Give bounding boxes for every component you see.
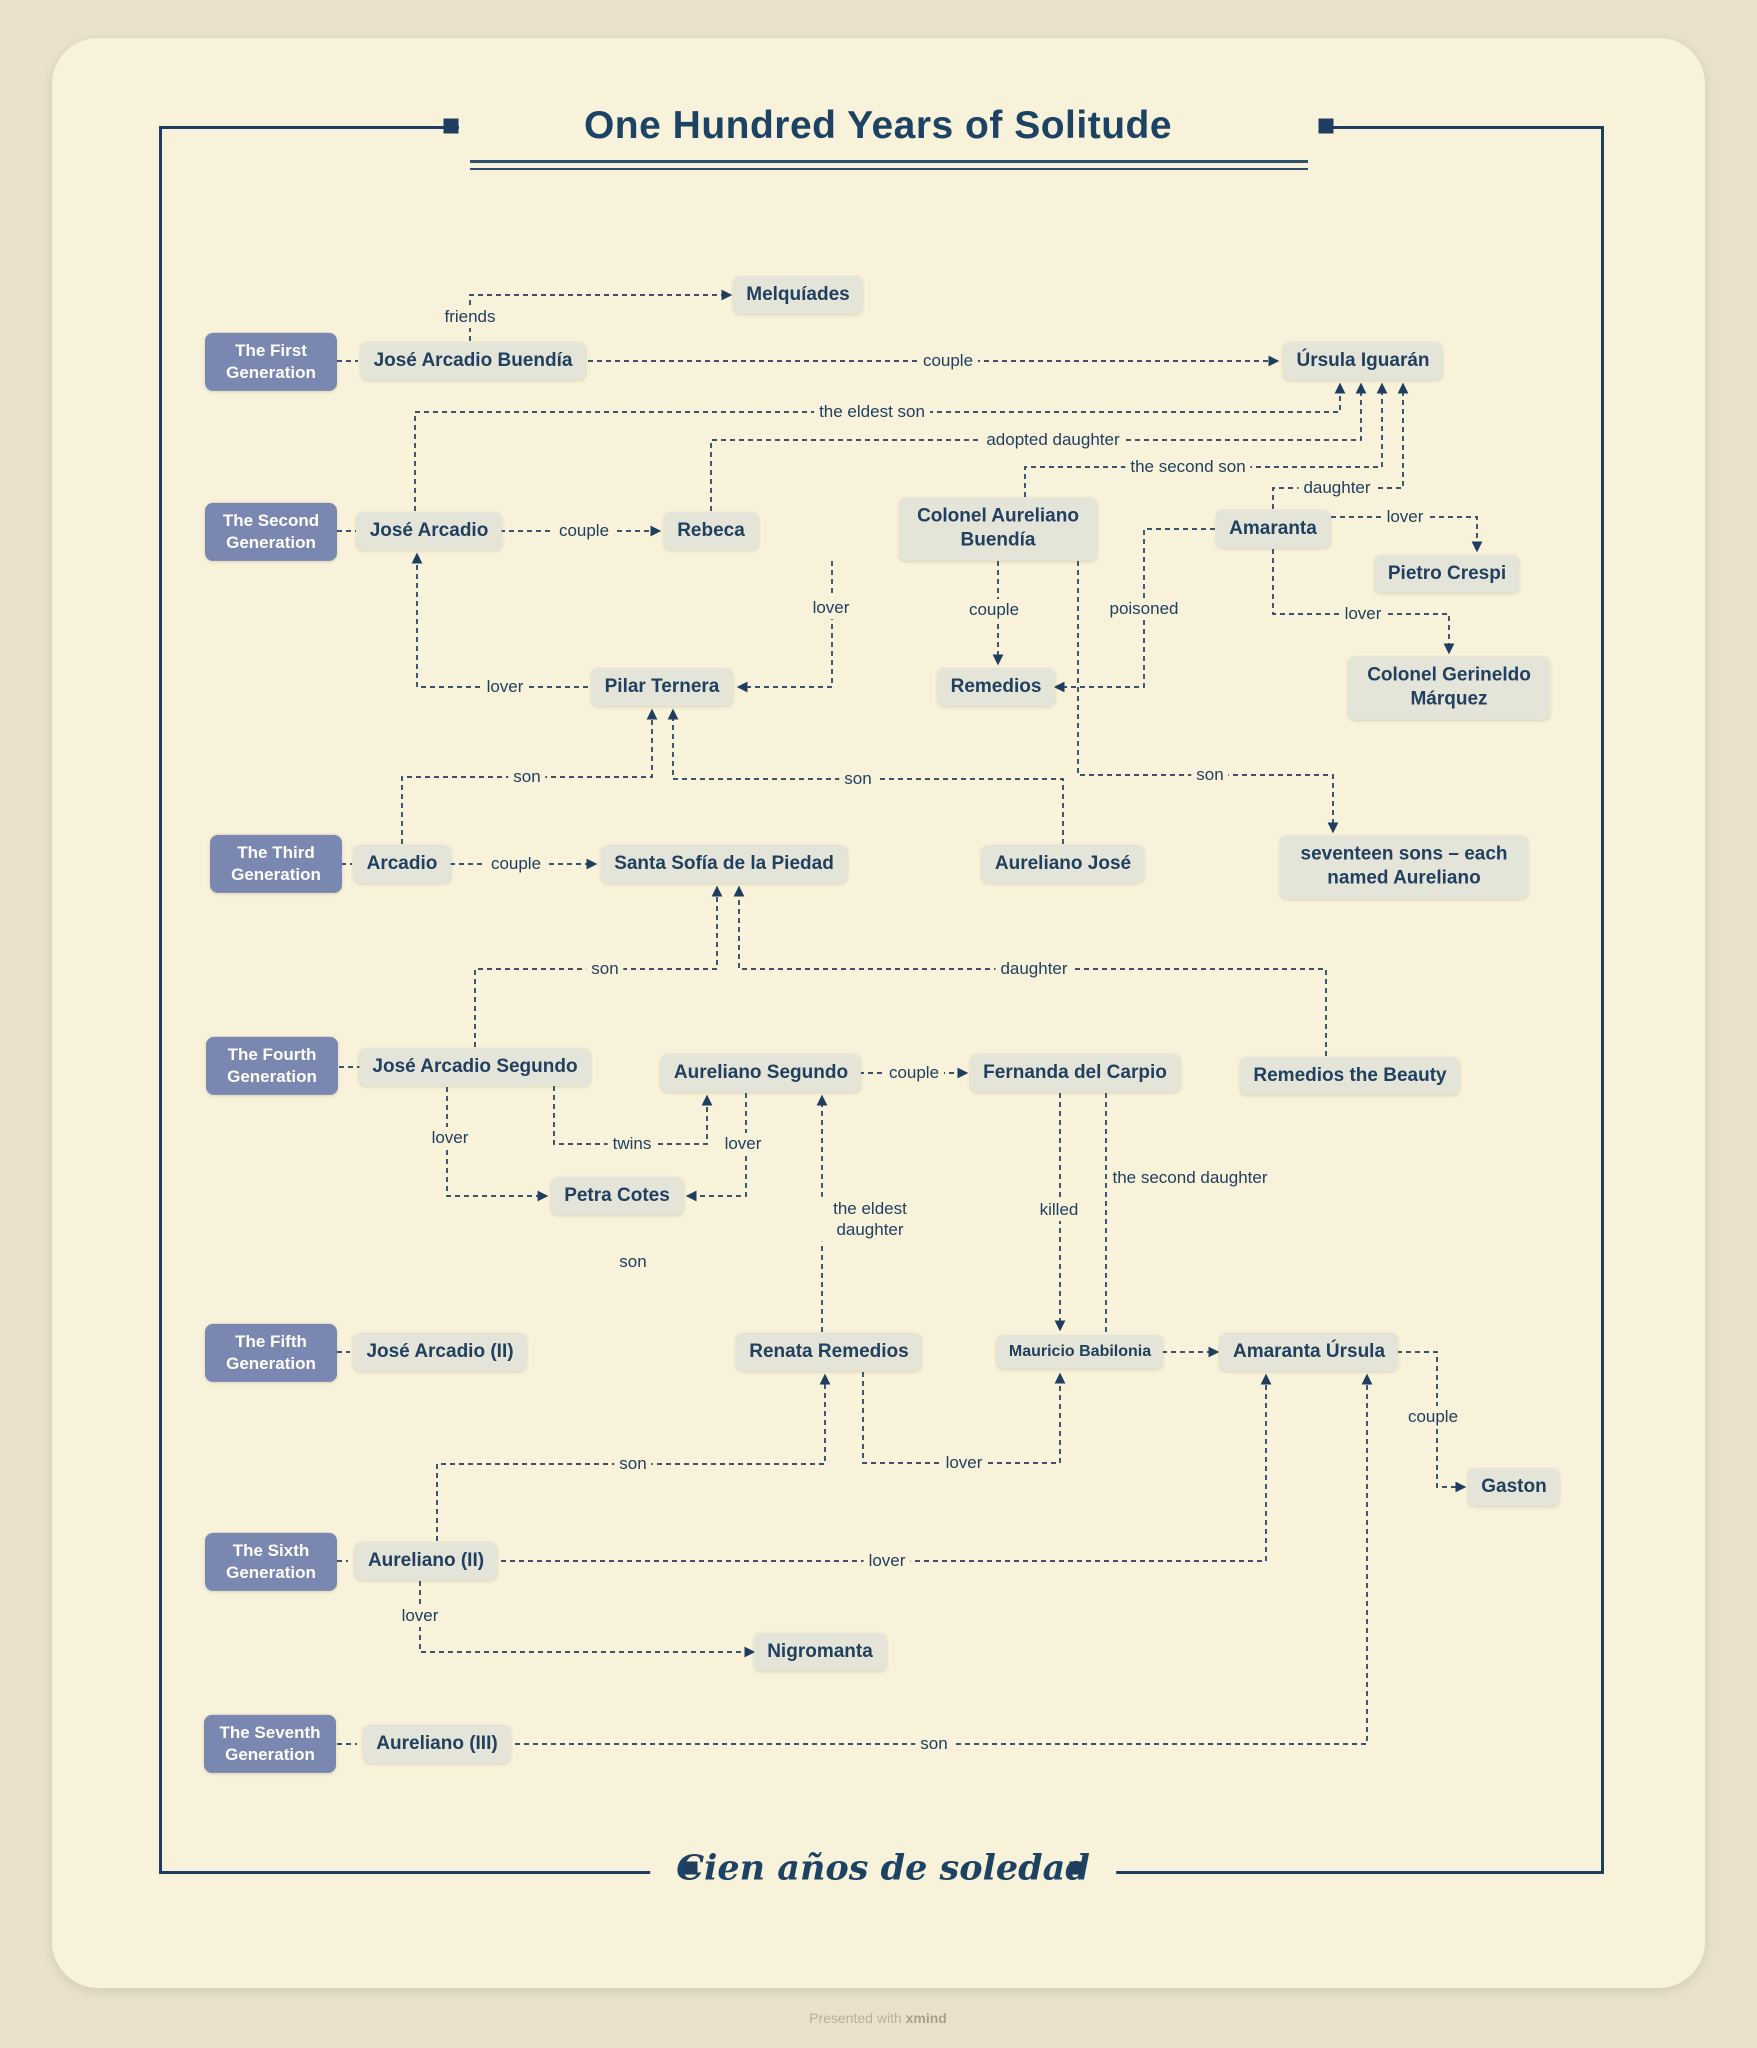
line-lover-pietro [1331,516,1483,553]
edge-label-son-ja2: son [614,1251,652,1273]
edge-label-lover-as: lover [719,1133,767,1155]
subtitle-square-left [684,1861,698,1875]
generation-label-7[interactable]: The Seventh Generation [204,1714,336,1774]
line-lover-nigromanta [419,1581,756,1658]
node-rebeca[interactable]: Rebeca [664,512,758,550]
edge-label-killed: killed [1034,1199,1084,1221]
edge-label-adopted-daughter: adopted daughter [981,429,1125,451]
node-aureliano-segundo[interactable]: Aureliano Segundo [660,1054,862,1092]
line-friends [469,289,733,341]
edge-label-lover-colonel: lover [807,597,855,619]
node-jose-arcadio-buendia[interactable]: José Arcadio Buendía [360,342,586,380]
edge-label-second-daughter: the second daughter [1107,1167,1273,1189]
node-mauricio-babilonia[interactable]: Mauricio Babilonia [996,1335,1164,1369]
line-lover-ja-pilar [411,552,588,688]
edge-label-friends: friends [439,306,501,328]
title-underline [470,160,1308,170]
edge-label-lover-pilar: lover [481,676,529,698]
node-jose-arcadio[interactable]: José Arcadio [356,512,502,550]
edge-label-lover-pietro: lover [1381,506,1429,528]
generation-label-1[interactable]: The First Generation [205,332,337,392]
node-santa-sofia-de-la-piedad[interactable]: Santa Sofía de la Piedad [601,845,847,883]
line-lover-aii-au [501,1373,1272,1562]
node-renata-remedios[interactable]: Renata Remedios [736,1333,922,1371]
line-son-aureliano-jose [667,708,1064,844]
edge-label-eldest-son: the eldest son [814,401,930,423]
edge-label-daughter-rtb: daughter [995,958,1073,980]
page-title: One Hundred Years of Solitude [553,102,1203,150]
edge-label-couple-5: couple [883,1062,945,1084]
edge-label-couple-1: couple [917,350,979,372]
node-remedios[interactable]: Remedios [937,668,1055,706]
edge-label-couple-gaston: couple [1402,1406,1464,1428]
node-arcadio[interactable]: Arcadio [353,845,451,883]
node-petra-cotes[interactable]: Petra Cotes [551,1177,683,1215]
edge-label-couple-4: couple [485,853,547,875]
node-seventeen-sons[interactable]: seventeen sons – each named Aureliano [1280,835,1528,899]
node-aureliano-ii[interactable]: Aureliano (II) [354,1542,498,1580]
edge-label-twins: twins [607,1133,657,1155]
edge-label-couple-2: couple [553,520,615,542]
node-amaranta-ursula[interactable]: Amaranta Úrsula [1219,1333,1399,1371]
edge-label-son-aureliano2: son [614,1453,652,1475]
line-lover-as-petra [685,1093,747,1202]
generation-label-6[interactable]: The Sixth Generation [205,1532,337,1592]
edge-label-daughter: daughter [1298,477,1376,499]
border-mask [1182,118,1319,135]
node-fernanda-del-carpio[interactable]: Fernanda del Carpio [970,1054,1180,1092]
line-lover-renata-mauricio [862,1372,1066,1464]
edge-label-lover-nigromanta: lover [396,1605,444,1627]
node-remedios-the-beauty[interactable]: Remedios the Beauty [1240,1057,1460,1095]
node-ursula-iguaran[interactable]: Úrsula Iguarán [1283,342,1443,380]
node-amaranta[interactable]: Amaranta [1216,510,1330,548]
line-lover-colonel-pilar [736,561,833,693]
node-nigromanta[interactable]: Nigromanta [754,1633,886,1671]
node-aureliano-iii[interactable]: Aureliano (III) [363,1725,511,1763]
edge-label-son-aureliano3: son [915,1733,953,1755]
line-lover-jas-petra [446,1087,549,1202]
edge-label-couple-3: couple [963,599,1025,621]
node-melquiades[interactable]: Melquíades [733,276,863,314]
edge-label-poisoned: poisoned [1104,598,1184,620]
subtitle-square-right [1069,1861,1083,1875]
edge-label-eldest-daughter: the eldest daughter [815,1196,925,1242]
watermark: Presented with xmind [809,2010,947,2026]
node-pietro-crespi[interactable]: Pietro Crespi [1374,555,1520,593]
edge-label-son-arcadio: son [508,766,546,788]
generation-label-2[interactable]: The Second Generation [205,502,337,562]
edge-label-son-aureliano-jose: son [839,768,877,790]
edge-label-second-son: the second son [1125,456,1251,478]
line-son-aureliano-iii [515,1373,1373,1745]
node-aureliano-jose[interactable]: Aureliano José [981,845,1145,883]
title-square-right [1318,118,1334,134]
node-jose-arcadio-segundo[interactable]: José Arcadio Segundo [359,1048,591,1086]
node-colonel-gerineldo-marquez[interactable]: Colonel Gerineldo Márquez [1348,656,1550,720]
generation-label-5[interactable]: The Fifth Generation [205,1323,337,1383]
line-son-seventeen [1077,561,1339,834]
line-twins [553,1086,713,1145]
edge-label-lover-au: lover [863,1550,911,1572]
watermark-prefix: Presented with [809,2010,902,2026]
line-second-daughter [1105,1093,1220,1358]
node-jose-arcadio-ii[interactable]: José Arcadio (II) [353,1333,527,1371]
node-pilar-ternera[interactable]: Pilar Ternera [591,668,733,706]
generation-label-4[interactable]: The Fourth Generation [206,1036,338,1096]
generation-label-3[interactable]: The Third Generation [210,834,342,894]
edge-label-lover-gerineldo: lover [1339,603,1387,625]
node-gaston[interactable]: Gaston [1468,1468,1560,1506]
edge-label-lover-mauricio: lover [940,1452,988,1474]
border-mask [459,118,577,135]
edge-label-son-jas: son [586,958,624,980]
title-square-left [443,118,459,134]
node-colonel-aureliano-buendia[interactable]: Colonel Aureliano Buendía [899,497,1097,561]
watermark-brand: xmind [905,2010,947,2026]
line-couple-gaston [1397,1351,1467,1493]
edge-label-lover-jas: lover [426,1127,474,1149]
edge-label-son-seventeen: son [1191,764,1229,786]
subtitle-script: Cien años de soledad [650,1845,1116,1891]
line-poisoned [1053,528,1215,693]
